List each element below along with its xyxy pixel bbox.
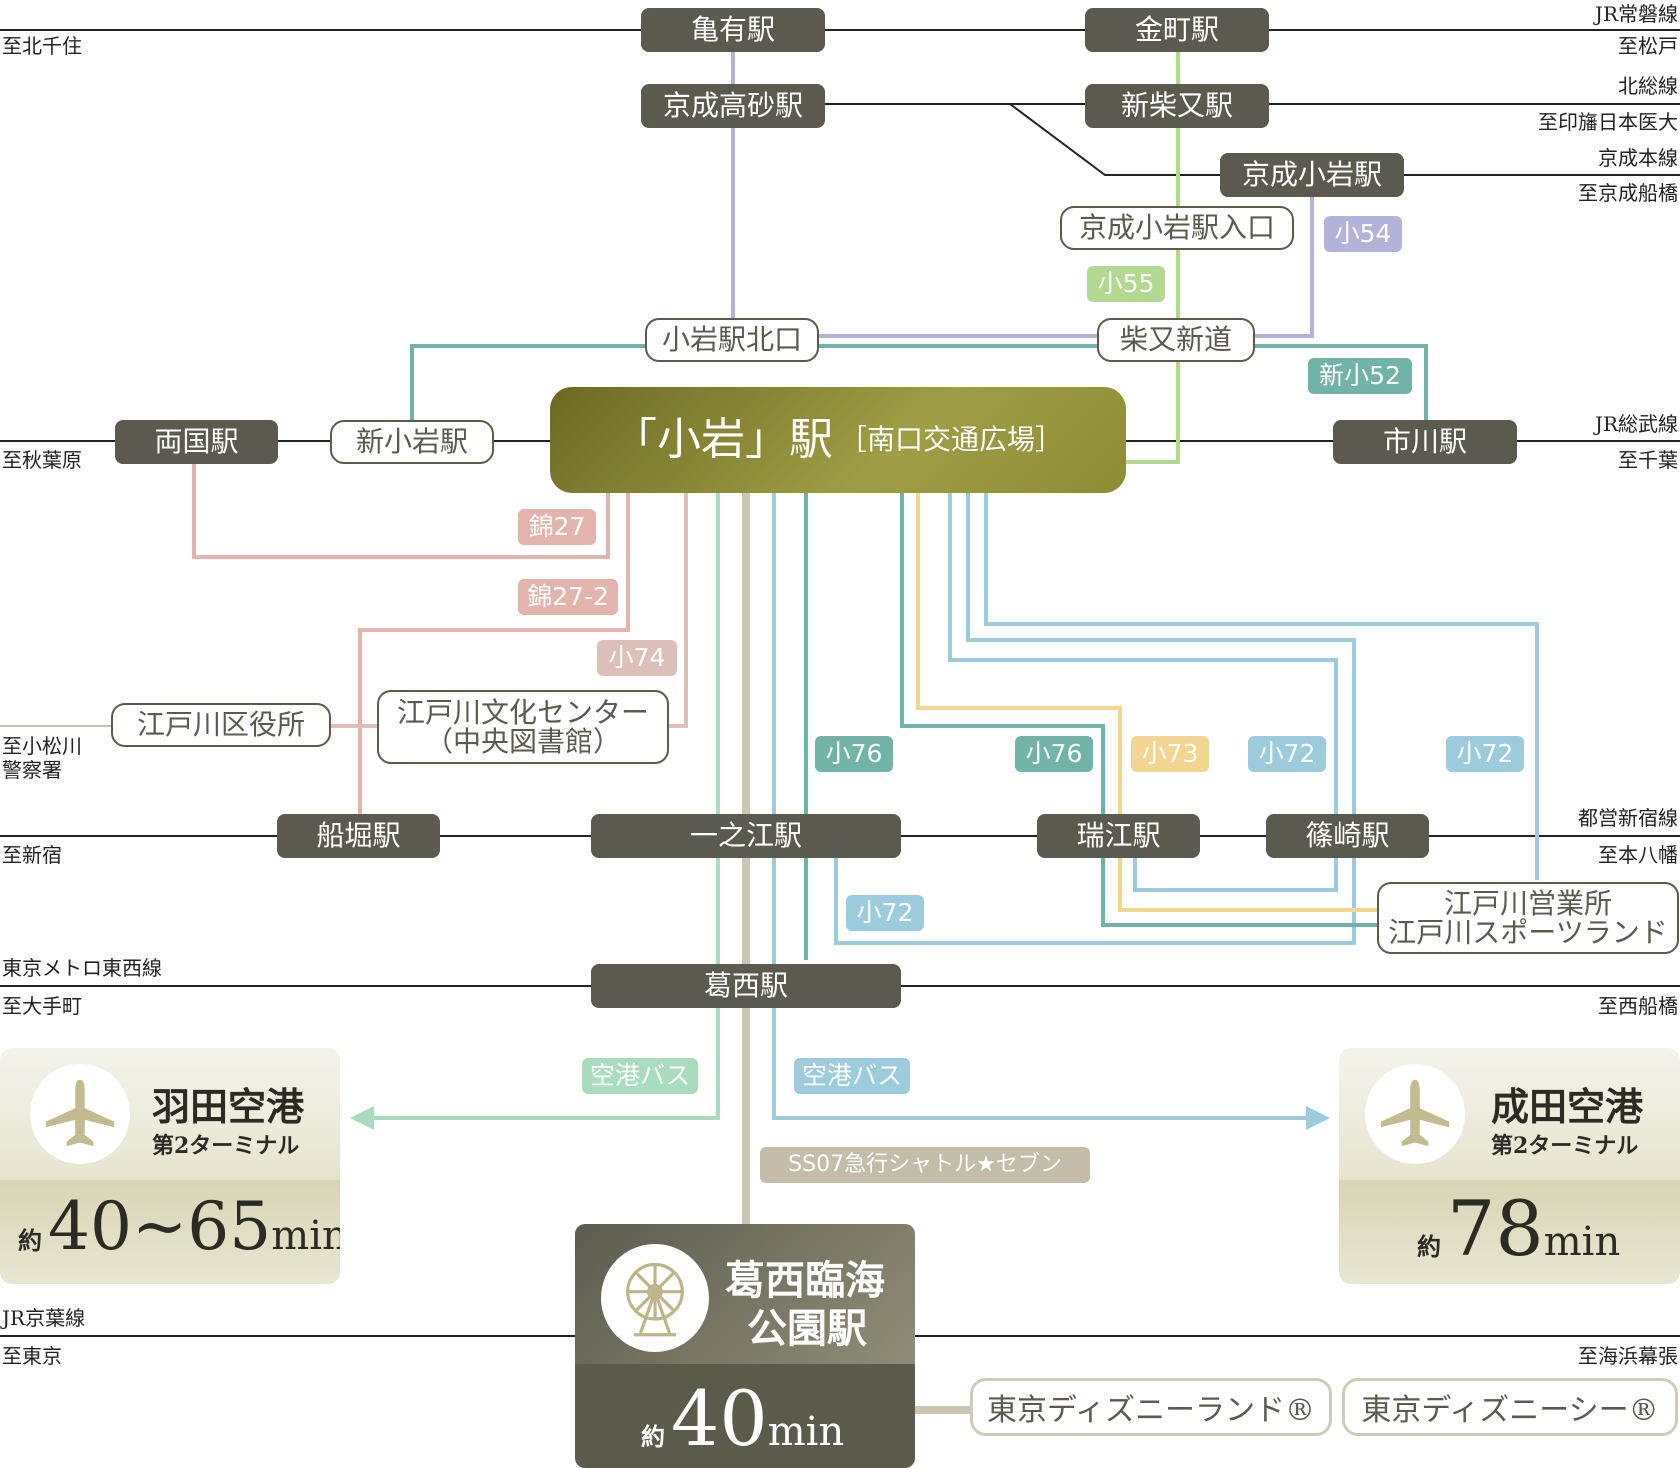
station-shinozaki[interactable]: 篠崎駅: [1266, 814, 1429, 858]
narita-name: 成田空港: [1491, 1084, 1644, 1129]
kasai-card-bottom: [575, 1364, 915, 1468]
haneda-time: 約 40~65 min: [18, 1188, 340, 1265]
ferris-wheel-icon: [601, 1244, 709, 1352]
label-to-otemachi: 至大手町: [2, 994, 82, 1018]
eigyosho-line2: 江戸川スポーツランド: [1388, 916, 1668, 949]
stop-edogawa-bunka-center[interactable]: 江戸川文化センター （中央図書館）: [377, 690, 669, 764]
kasai-time-prefix: 約: [641, 1422, 665, 1451]
narita-card-bottom: [1339, 1180, 1680, 1284]
narita-time-unit: min: [1543, 1219, 1621, 1265]
label-to-keisei-funabashi: 至京成船橋: [1578, 181, 1678, 205]
eigyosho-line1: 江戸川営業所: [1443, 886, 1612, 920]
badge-ko73[interactable]: 小73: [1131, 736, 1209, 772]
badge-ko72-b[interactable]: 小72: [1446, 736, 1524, 772]
stop-koiwa-kitaguchi[interactable]: 小岩駅北口: [645, 318, 819, 362]
hub-name: 「小岩」駅: [612, 413, 833, 465]
label-to-shinjuku: 至新宿: [2, 843, 62, 867]
haneda-time-value: 40~65: [48, 1188, 272, 1265]
station-funabori[interactable]: 船堀駅: [277, 814, 440, 858]
tokyo-disneysea[interactable]: 東京ディズニーシー®: [1342, 1378, 1678, 1436]
kasai-name-line1: 葛西臨海: [725, 1257, 885, 1304]
koiwa-station-hub[interactable]: 「小岩」駅 ［南口交通広場］: [550, 387, 1126, 493]
kasai-name-line2: 公園駅: [747, 1305, 867, 1352]
label-to-nishifunabashi: 至西船橋: [1598, 994, 1678, 1018]
badge-ko72-a[interactable]: 小72: [1248, 736, 1326, 772]
airplane-icon: [1365, 1064, 1465, 1164]
label-jr-sobu: JR総武線: [1594, 412, 1678, 436]
label-to-akihabara: 至秋葉原: [2, 448, 82, 472]
label-tozai: 東京メトロ東西線: [2, 956, 162, 980]
badge-ko72-c[interactable]: 小72: [846, 895, 924, 931]
stop-edogawa-kuyakusho[interactable]: 江戸川区役所: [111, 703, 331, 747]
label-toei-shinjuku: 都営新宿線: [1578, 806, 1678, 830]
label-to-kitasenju: 至北千住: [2, 34, 82, 58]
badge-shuttle[interactable]: SS07急行シャトル★セブン: [760, 1147, 1090, 1183]
haneda-airport-card[interactable]: 羽田空港 第2ターミナル 約 40~65 min: [0, 1048, 340, 1284]
badge-airport-bus-right[interactable]: 空港バス: [794, 1058, 910, 1094]
tokyo-disneyland[interactable]: 東京ディズニーランド®: [970, 1378, 1332, 1436]
badge-kin27[interactable]: 錦27: [518, 509, 596, 545]
stop-shibamata-shindo[interactable]: 柴又新道: [1097, 318, 1255, 362]
badge-ko55[interactable]: 小55: [1087, 266, 1165, 302]
stop-keisei-koiwa-iriguchi[interactable]: 京成小岩駅入口: [1060, 206, 1294, 250]
station-kanamachi[interactable]: 金町駅: [1085, 8, 1269, 52]
label-to-komatsugawa-2: 警察署: [2, 758, 62, 782]
haneda-name: 羽田空港: [152, 1084, 305, 1129]
station-shin-shibamata[interactable]: 新柴又駅: [1085, 84, 1269, 128]
badge-airport-bus-left[interactable]: 空港バス: [582, 1058, 698, 1094]
label-to-matsudo: 至松戸: [1618, 34, 1678, 58]
label-to-motoyawata: 至本八幡: [1598, 843, 1678, 867]
station-keisei-takasago[interactable]: 京成高砂駅: [641, 84, 825, 128]
narita-time: 約 78 min: [1417, 1184, 1620, 1273]
narita-terminal: 第2ターミナル: [1491, 1133, 1639, 1159]
bunka-center-line1: 江戸川文化センター: [396, 695, 649, 729]
kasai-rinkai-koen-card[interactable]: 葛西臨海 公園駅 約 40 min: [575, 1224, 915, 1468]
label-jr-joban: JR常磐線: [1594, 2, 1678, 26]
station-kasai[interactable]: 葛西駅: [591, 964, 901, 1008]
label-hokuso: 北総線: [1618, 74, 1678, 98]
badge-shinko52[interactable]: 新小52: [1308, 358, 1412, 394]
label-to-chiba: 至千葉: [1618, 448, 1678, 472]
badge-ko74[interactable]: 小74: [597, 640, 677, 676]
label-to-inba: 至印旛日本医大: [1538, 110, 1678, 134]
station-ryogoku[interactable]: 両国駅: [115, 420, 278, 464]
badge-ko76-first[interactable]: 小76: [815, 736, 893, 772]
kasai-time-unit: min: [767, 1409, 845, 1455]
badge-kin27-2[interactable]: 錦27-2: [518, 579, 618, 615]
station-kameari[interactable]: 亀有駅: [641, 8, 825, 52]
haneda-time-prefix: 約: [18, 1226, 42, 1255]
bunka-center-line2: （中央図書館）: [424, 725, 621, 758]
label-to-kaihin-makuhari: 至海浜幕張: [1578, 1344, 1678, 1368]
station-mizue[interactable]: 瑞江駅: [1037, 814, 1200, 858]
station-ichikawa[interactable]: 市川駅: [1333, 420, 1517, 464]
station-keisei-koiwa[interactable]: 京成小岩駅: [1220, 153, 1404, 197]
haneda-card-bottom: [0, 1180, 340, 1284]
label-jr-keiyo: JR京葉線: [2, 1306, 86, 1330]
narita-time-value: 78: [1447, 1184, 1544, 1273]
haneda-time-unit: min: [271, 1213, 340, 1259]
narita-time-prefix: 約: [1417, 1232, 1441, 1261]
badge-ko54[interactable]: 小54: [1324, 216, 1402, 252]
narita-airport-card[interactable]: 成田空港 第2ターミナル 約 78 min: [1339, 1048, 1680, 1284]
stop-shin-koiwa[interactable]: 新小岩駅: [330, 420, 494, 464]
label-to-komatsugawa-1: 至小松川: [2, 734, 82, 758]
label-to-tokyo: 至東京: [2, 1344, 62, 1368]
kasai-time: 約 40 min: [641, 1374, 844, 1463]
kasai-time-value: 40: [671, 1374, 768, 1463]
haneda-terminal: 第2ターミナル: [152, 1133, 300, 1159]
label-keisei-main: 京成本線: [1598, 146, 1678, 170]
station-ichinoe[interactable]: 一之江駅: [591, 814, 901, 858]
badge-ko76-second[interactable]: 小76: [1015, 736, 1093, 772]
stop-edogawa-eigyosho[interactable]: 江戸川営業所 江戸川スポーツランド: [1377, 882, 1679, 954]
hub-sub: ［南口交通広場］: [838, 423, 1063, 457]
airplane-icon: [30, 1064, 130, 1164]
